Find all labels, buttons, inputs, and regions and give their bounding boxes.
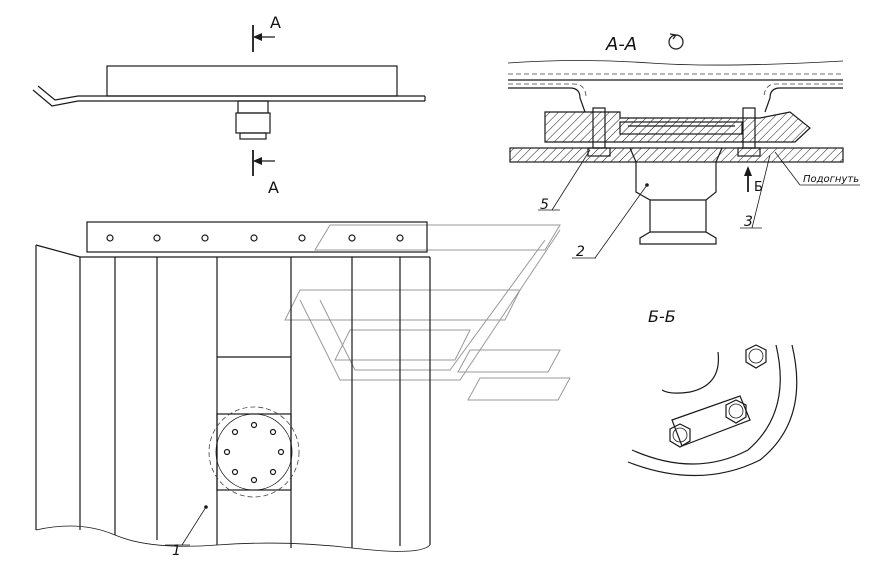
callout-5: 5 bbox=[540, 197, 549, 213]
flange-holes bbox=[106, 234, 404, 242]
callout-1: 1 bbox=[172, 543, 181, 559]
bend-note: Подогнуть bbox=[803, 174, 859, 185]
rotation-icon bbox=[668, 34, 684, 50]
plan-view: 1 bbox=[35, 221, 431, 559]
section-a-label-top: А bbox=[270, 13, 281, 32]
section-aa: А-А Б Подогнуть bbox=[507, 33, 860, 260]
section-aa-title: А-А bbox=[605, 34, 637, 55]
section-a-label-bottom: А bbox=[268, 178, 279, 197]
callout-3: 3 bbox=[744, 214, 753, 230]
section-bb-title: Б-Б bbox=[648, 307, 676, 326]
arrow-b-label: Б bbox=[754, 180, 763, 195]
side-view: А А bbox=[32, 13, 426, 197]
callout-2: 2 bbox=[576, 244, 585, 260]
pattern-holes bbox=[223, 421, 285, 484]
section-bb: Б-Б bbox=[627, 307, 798, 477]
